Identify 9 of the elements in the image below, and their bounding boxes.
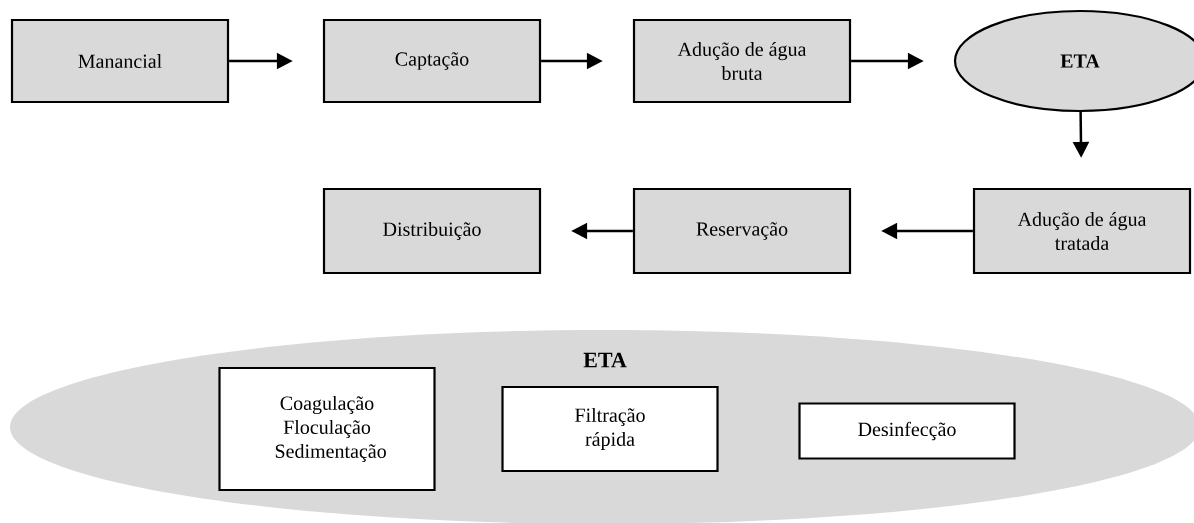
step-box: Coagulação Floculação Sedimentação [218,366,436,492]
process-box: Reservação [632,187,852,275]
process-box: Adução de água bruta [632,18,852,104]
process-box: Captação [322,18,542,104]
step-box: Desinfecção [798,402,1016,460]
process-box: Manancial [10,18,230,104]
process-box: Distribuição [322,187,542,275]
step-box: Filtração rápida [501,385,719,473]
process-box: Adução de água tratada [972,187,1192,275]
